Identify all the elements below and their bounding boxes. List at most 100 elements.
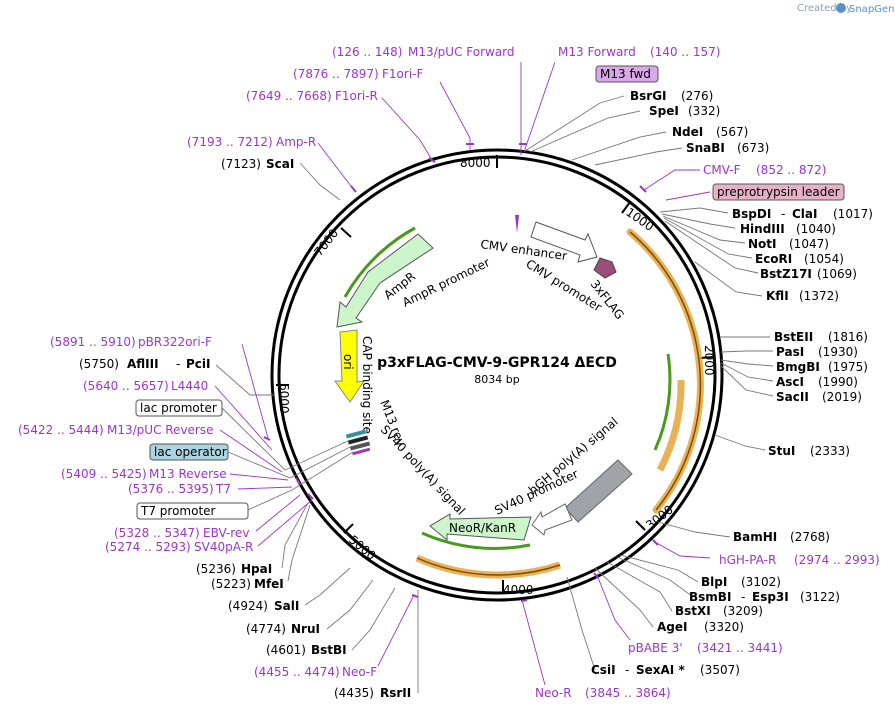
hgh-polya-feature[interactable] (564, 459, 633, 523)
primer-t7-name[interactable]: T7 (215, 482, 231, 496)
m13-rev-primer-mark[interactable] (352, 447, 371, 456)
primer-t7-range[interactable]: (5376 .. 5395) (128, 482, 214, 496)
primer-pbr322ori-range[interactable]: (5891 .. 5910) (50, 335, 136, 349)
enzyme-afliii[interactable]: AflIII (127, 357, 159, 371)
enzyme-hindiii-pos: (1040) (796, 222, 836, 236)
enzyme-clai[interactable]: ClaI (792, 207, 817, 221)
primer-sv40pa-r-name[interactable]: SV40pA-R (194, 540, 253, 554)
primer-m13puc-range[interactable]: (126 .. 148) (332, 45, 402, 59)
primer-m13puc-rev-range[interactable]: (5422 .. 5444) (18, 423, 104, 437)
primer-pbabe3-range[interactable]: (3421 .. 3441) (697, 641, 783, 655)
t7-promoter-box[interactable] (136, 502, 249, 520)
leader-ebv-rev (255, 494, 301, 532)
enzyme-bsmbi[interactable]: BsmBI (689, 590, 731, 604)
primer-cmv-f-range[interactable]: (852 .. 872) (756, 163, 826, 177)
primer-pbabe3-name[interactable]: pBABE 3' (628, 641, 683, 655)
primer-hgh-pa-r-range[interactable]: (2974 .. 2993) (794, 553, 880, 567)
enzyme-scai[interactable]: ScaI (266, 157, 294, 171)
primer-neo-f-range[interactable]: (4455 .. 4474) (254, 665, 340, 679)
primer-m13-reverse-range[interactable]: (5409 .. 5425) (61, 467, 147, 481)
ori-feature[interactable] (334, 329, 366, 403)
enzyme-pasi[interactable]: PasI (776, 345, 804, 359)
cmv-enhancer-feature[interactable] (530, 221, 598, 263)
enzyme-stui[interactable]: StuI (768, 444, 795, 458)
enzyme-hindiii[interactable]: HindIII (740, 222, 785, 236)
primer-ebv-rev-range[interactable]: (5328 .. 5347) (114, 526, 200, 540)
lac-cluster[interactable] (345, 429, 371, 456)
green-arc-ampr[interactable] (343, 226, 416, 298)
primer-hgh-pa-r-name[interactable]: hGH-PA-R (719, 553, 776, 567)
primer-f1ori-f-name[interactable]: F1ori-F (382, 67, 423, 81)
plasmid-name: p3xFLAG-CMV-9-GPR124 ΔECD (377, 355, 617, 371)
enzyme-sexai[interactable]: SexAI * (636, 663, 685, 677)
primer-sv40pa-r-range[interactable]: (5274 .. 5293) (105, 540, 191, 554)
sv40-promoter-feature[interactable] (531, 503, 573, 536)
primer-m13puc-name[interactable]: M13/pUC Forward (408, 45, 515, 59)
enzyme-bstbi[interactable]: BstBI (311, 643, 347, 657)
primer-l4440-name[interactable]: L4440 (171, 379, 208, 393)
primer-ebv-rev-name[interactable]: EBV-rev (203, 526, 249, 540)
enzyme-mfei[interactable]: MfeI (254, 577, 284, 591)
m13-fwd-box[interactable] (595, 65, 659, 83)
enzyme-bsteii[interactable]: BstEII (774, 330, 813, 344)
lac-operator-box[interactable] (149, 443, 229, 461)
lac-promoter-mark[interactable] (347, 435, 369, 445)
enzyme-spei-pos: (332) (688, 104, 720, 118)
leader-amp-r (317, 142, 355, 191)
enzyme-sali[interactable]: SalI (274, 599, 299, 613)
enzyme-ndei[interactable]: NdeI (672, 125, 703, 139)
enzyme-sacii[interactable]: SacII (776, 390, 809, 404)
primer-amp-r-range[interactable]: (7193 .. 7212) (187, 135, 273, 149)
primer-m13puc-rev-name[interactable]: M13/pUC Reverse (107, 423, 214, 437)
green-arc-right[interactable] (653, 353, 672, 451)
enzyme-ecori[interactable]: EcoRI (755, 252, 792, 266)
orf-arc-inner[interactable] (656, 379, 685, 472)
primer-m13fwd-name[interactable]: M13 Forward (558, 45, 636, 59)
enzyme-bspdi-pos: (1017) (833, 207, 873, 221)
primer-neo-f-name[interactable]: Neo-F (342, 665, 377, 679)
enzyme-pcii[interactable]: PciI (186, 357, 211, 371)
enzyme-bamhi[interactable]: BamHI (733, 530, 777, 544)
m13-fwd-feature[interactable] (515, 215, 519, 233)
preprotrypsin-box[interactable] (712, 183, 845, 201)
enzyme-asci[interactable]: AscI (776, 375, 804, 389)
enzyme-rsrii[interactable]: RsrII (380, 686, 411, 700)
primer-m13fwd-range[interactable]: (140 .. 157) (650, 45, 720, 59)
primer-m13-reverse-name[interactable]: M13 Reverse (149, 467, 227, 481)
enzyme-noti[interactable]: NotI (748, 237, 777, 251)
primer-amp-r-name[interactable]: Amp-R (276, 135, 316, 149)
enzyme-bsrgi-pos: (276) (681, 89, 713, 103)
ampr-feature[interactable] (336, 233, 434, 328)
primer-l4440-range[interactable]: (5640 .. 5657) (83, 379, 169, 393)
enzyme-esp3i[interactable]: Esp3I (752, 590, 789, 604)
enzyme-bstz17i[interactable]: BstZ17I (760, 267, 812, 281)
primer-cmv-f-name[interactable]: CMV-F (703, 163, 741, 177)
primer-f1ori-f-range[interactable]: (7876 .. 7897) (293, 67, 379, 81)
flag-feature[interactable] (593, 257, 617, 279)
lac-promoter-box[interactable] (135, 399, 223, 417)
neor-kanr-feature[interactable] (429, 513, 532, 542)
primer-f1ori-r-name[interactable]: F1ori-R (335, 89, 378, 103)
enzyme-blpi[interactable]: BlpI (701, 575, 727, 589)
enzyme-snabi[interactable]: SnaBI (686, 141, 725, 155)
t7-promoter-mark[interactable] (349, 441, 371, 451)
enzyme-bmgbi[interactable]: BmgBI (776, 360, 820, 374)
enzyme-bspdi[interactable]: BspDI (732, 207, 771, 221)
enzyme-bstxi[interactable]: BstXI (675, 604, 711, 618)
lac-promoter-label: lac promoter (140, 401, 217, 415)
enzyme-nrui[interactable]: NruI (291, 622, 320, 636)
enzyme-csii[interactable]: CsiI (591, 663, 616, 677)
primer-neo-r-name[interactable]: Neo-R (535, 686, 572, 700)
green-arc-bottom[interactable] (421, 531, 531, 550)
enzyme-bsrgi[interactable]: BsrGI (630, 89, 667, 103)
primer-pbr322ori-name[interactable]: pBR322ori-F (138, 335, 212, 349)
lac-operator-mark[interactable] (345, 429, 367, 439)
enzyme-spei[interactable]: SpeI (649, 104, 679, 118)
enzyme-agei[interactable]: AgeI (657, 620, 687, 634)
enzyme-kfli-pos: (1372) (799, 289, 839, 303)
enzyme-kfli[interactable]: KflI (766, 289, 789, 303)
primer-neo-r-range[interactable]: (3845 .. 3864) (585, 686, 671, 700)
enzyme-hpai[interactable]: HpaI (241, 562, 272, 576)
leader-neo-f (377, 594, 415, 667)
primer-f1ori-r-range[interactable]: (7649 .. 7668) (246, 89, 332, 103)
